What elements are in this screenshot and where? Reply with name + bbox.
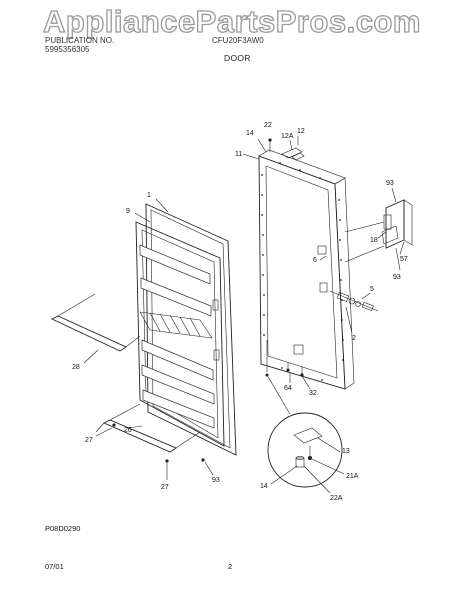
callout-1: 1 (147, 192, 151, 199)
detail-view-circle (266, 374, 343, 488)
section-title: DOOR (224, 53, 251, 63)
leader-lines (83, 136, 405, 494)
callout-57: 57 (400, 256, 408, 263)
publication-label: PUBLICATION NO. (45, 36, 115, 45)
figure-code: P08D0290 (45, 524, 80, 533)
callout-5: 5 (370, 286, 374, 293)
door-racks (139, 244, 215, 429)
shelf-bar-28 (50, 293, 141, 352)
footer-date: 07/01 (45, 562, 64, 571)
callout-12: 12 (297, 128, 305, 135)
callout-2: 2 (352, 335, 356, 342)
footer-page-number: 2 (228, 562, 232, 571)
hinge-assembly (344, 199, 413, 263)
callout-12a: 12A (281, 133, 294, 140)
callout-28: 28 (72, 364, 80, 371)
callout-22: 22 (264, 122, 272, 129)
callout-6: 6 (313, 257, 317, 264)
outer-door-panel (258, 149, 355, 390)
callout-26: 26 (124, 427, 132, 434)
callout-13: 13 (342, 448, 350, 455)
callout-9: 9 (126, 208, 130, 215)
inner-door-liner (135, 203, 237, 456)
wire-shelf (139, 311, 213, 339)
callout-93-mid: 93 (393, 274, 401, 281)
callout-22a: 22A (330, 495, 343, 502)
hinge-screw (268, 138, 272, 152)
callout-27-bottom: 27 (161, 484, 169, 491)
screws-27 (112, 423, 205, 463)
callout-93-bottom: 93 (212, 477, 220, 484)
top-hinge-bracket (281, 147, 305, 161)
callout-32: 32 (309, 390, 317, 397)
callout-18: 18 (370, 237, 378, 244)
callout-27-left: 27 (85, 437, 93, 444)
callout-14: 14 (246, 130, 254, 137)
model-number: CFU20F3AW0 (212, 36, 264, 45)
hinge-pin-assembly (329, 290, 379, 312)
callout-11: 11 (235, 151, 242, 158)
callout-64: 64 (284, 385, 292, 392)
shelf-bar-26 (95, 403, 201, 453)
callout-21a: 21A (346, 473, 359, 480)
watermark-logo: AppliancePartsPros.com (42, 3, 421, 39)
callout-93-top: 93 (386, 180, 394, 187)
publication-number: 5995356305 (45, 45, 90, 54)
callout-14-detail: 14 (260, 483, 268, 490)
callout-labels: 1 9 14 22 12A 12 11 93 18 57 93 6 5 2 28… (72, 122, 408, 502)
